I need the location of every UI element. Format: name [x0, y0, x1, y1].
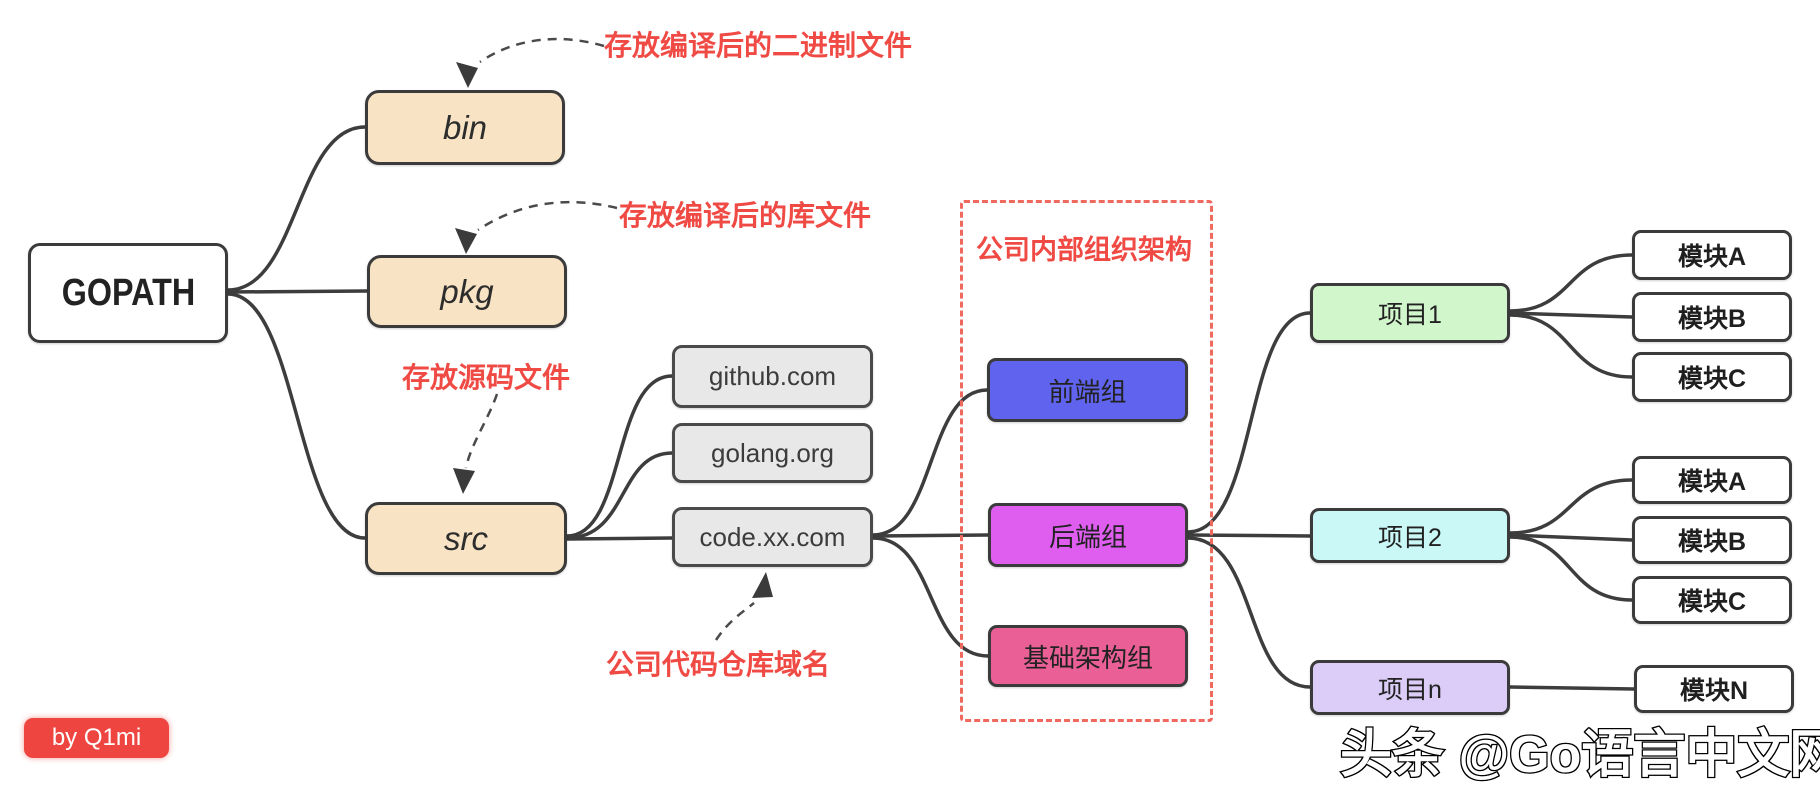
connector-src-github [565, 374, 674, 538]
module-p2-b-label: 模块B [1677, 528, 1747, 556]
connector-lines [226, 125, 1636, 691]
arrowhead-pkg [455, 228, 477, 254]
connector-p2-mb [1508, 533, 1634, 542]
connector-gopath-pkg [226, 289, 369, 294]
src-label: src [444, 519, 488, 557]
module-p2-a-label: 模块A [1677, 468, 1747, 496]
watermark: 头条 @Go语言中文网 [1339, 725, 1820, 786]
node-module-p2-a: 模块A [1632, 456, 1792, 504]
arrowhead-repo [752, 572, 773, 598]
node-project-1: 项目1 [1310, 283, 1510, 343]
arrowhead-bin [456, 62, 478, 88]
module-p1-a-label: 模块A [1677, 243, 1747, 271]
node-module-p1-c: 模块C [1632, 352, 1792, 402]
connector-p1-mc [1508, 313, 1634, 379]
connector-codexx-infra [871, 536, 990, 658]
infra-group-label: 基础架构组 [1022, 642, 1153, 673]
author-badge-label: by Q1mi [51, 724, 142, 751]
golang-label: golang.org [711, 437, 834, 468]
backend-group-label: 后端组 [1048, 521, 1127, 552]
module-p2-c-label: 模块C [1677, 588, 1747, 616]
dashed-arrow-src [464, 393, 499, 469]
node-frontend-group: 前端组 [987, 358, 1188, 422]
annotation-bin: 存放编译后的二进制文件 [604, 30, 913, 61]
connector-p1-mb [1508, 311, 1634, 319]
module-p1-b-label: 模块B [1677, 305, 1747, 333]
node-codexx: code.xx.com [672, 507, 873, 567]
project-1-label: 项目1 [1378, 301, 1442, 329]
annotation-repo-domain: 公司代码仓库域名 [606, 649, 831, 680]
connector-gopath-bin [226, 125, 367, 292]
connector-src-codexx [565, 536, 674, 541]
node-project-n: 项目n [1310, 660, 1510, 715]
bin-label: bin [442, 108, 488, 146]
connector-codexx-frontend [871, 388, 989, 537]
node-infra-group: 基础架构组 [988, 625, 1188, 687]
node-module-p2-b: 模块B [1632, 516, 1792, 564]
connector-src-golang [565, 451, 674, 540]
node-pkg: pkg [367, 255, 567, 328]
connector-p2-mc [1508, 535, 1634, 602]
codexx-label: code.xx.com [699, 521, 846, 552]
module-p1-c-label: 模块C [1677, 365, 1747, 393]
node-project-2: 项目2 [1310, 508, 1510, 563]
project-n-label: 项目n [1378, 675, 1442, 704]
node-bin: bin [365, 90, 565, 165]
module-pn-n-label: 模块N [1679, 677, 1749, 705]
dashed-arrow-bin [479, 37, 605, 64]
connector-p1-ma [1508, 253, 1634, 313]
arrowheads [453, 62, 773, 598]
node-module-pn-n: 模块N [1634, 665, 1794, 713]
node-module-p1-a: 模块A [1632, 230, 1792, 280]
node-golang: golang.org [672, 423, 873, 483]
node-module-p1-b: 模块B [1632, 292, 1792, 342]
author-badge: by Q1mi [24, 718, 169, 758]
annotation-arrows [464, 37, 755, 641]
annotation-pkg: 存放编译后的库文件 [619, 200, 872, 231]
org-chart-label: 公司内部组织架构 [976, 235, 1192, 265]
node-module-p2-c: 模块C [1632, 576, 1792, 624]
node-gopath: GOPATH [28, 243, 228, 343]
node-src: src [365, 502, 567, 575]
connector-backend-p2 [1186, 533, 1312, 538]
pkg-label: pkg [440, 272, 494, 310]
dashed-arrow-repo [714, 602, 755, 641]
gopath-label: GOPATH [61, 271, 195, 314]
project-2-label: 项目2 [1378, 523, 1442, 552]
connector-codexx-backend [871, 533, 990, 538]
connector-p2-ma [1508, 478, 1634, 535]
frontend-group-label: 前端组 [1048, 376, 1127, 407]
annotation-src: 存放源码文件 [402, 362, 571, 393]
node-github: github.com [672, 345, 873, 408]
arrowhead-src [453, 468, 475, 494]
connector-gopath-src [226, 292, 367, 540]
org-dashed-box [960, 200, 1213, 722]
node-backend-group: 后端组 [988, 503, 1188, 567]
github-label: github.com [708, 361, 837, 391]
connector-pn-mn [1508, 685, 1636, 691]
dashed-arrow-pkg [477, 200, 618, 232]
